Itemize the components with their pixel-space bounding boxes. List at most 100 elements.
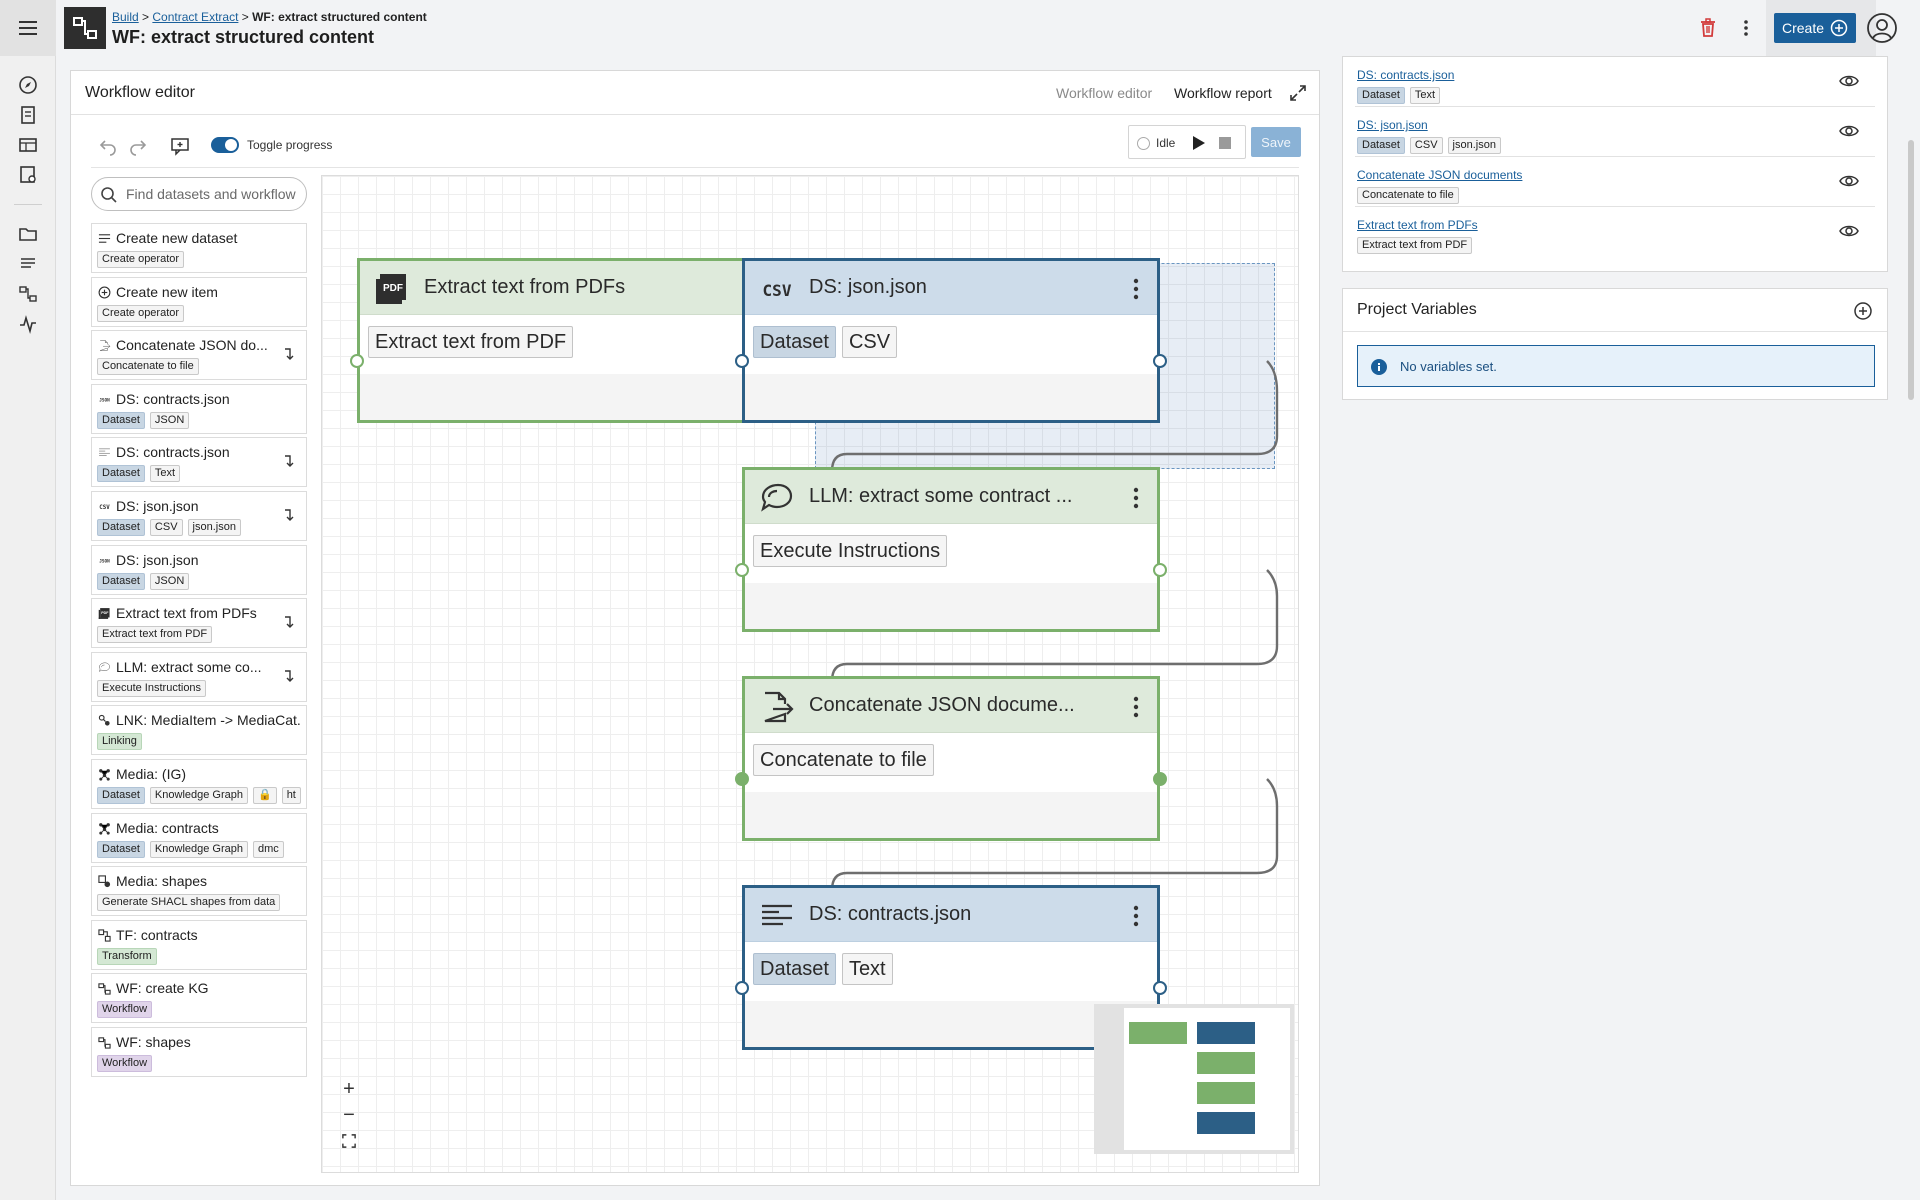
breadcrumb-build[interactable]: Build <box>112 10 139 24</box>
tag-chip: ht <box>281 786 301 804</box>
goto-arrow-icon[interactable] <box>282 508 296 522</box>
eye-icon[interactable] <box>1839 173 1859 189</box>
list-icon[interactable] <box>17 253 39 275</box>
operator-title: DS: contracts.json <box>116 444 230 461</box>
eye-icon[interactable] <box>1839 73 1859 89</box>
shapes-icon <box>98 875 111 888</box>
eye-icon[interactable] <box>1839 123 1859 139</box>
goto-arrow-icon[interactable] <box>282 454 296 468</box>
related-item: Concatenate JSON documents Concatenate t… <box>1355 157 1875 207</box>
notebook-icon[interactable] <box>17 104 39 126</box>
workflow-node[interactable]: LLM: extract some contract ... Execute I… <box>742 467 1160 632</box>
undo-icon[interactable] <box>97 135 119 157</box>
create-button[interactable]: Create <box>1774 13 1856 43</box>
plus-circle-icon <box>1830 19 1848 37</box>
redo-icon[interactable] <box>127 135 149 157</box>
compass-icon[interactable] <box>17 74 39 96</box>
activity-icon[interactable] <box>17 313 39 335</box>
search-input[interactable] <box>124 184 300 204</box>
more-vertical-icon[interactable] <box>1133 695 1139 719</box>
toggle-progress-switch[interactable] <box>211 137 239 153</box>
info-icon <box>1370 358 1388 376</box>
workflow-editor-panel: Workflow editor Workflow editor Workflow… <box>70 70 1320 1186</box>
tag-chip: Dataset <box>1357 137 1405 154</box>
operator-title: Media: (IG) <box>116 765 187 782</box>
breadcrumb-project[interactable]: Contract Extract <box>152 10 239 24</box>
workflow-node[interactable]: PDF Extract text from PDFs Extract text … <box>357 258 775 423</box>
zoom-in-icon[interactable]: + <box>343 1077 355 1100</box>
operator-item[interactable]: LNK: MediaItem -> MediaCat...Linking <box>91 705 307 756</box>
fit-view-icon[interactable] <box>336 1128 362 1154</box>
table-icon[interactable] <box>17 134 39 156</box>
workflow-node[interactable]: Concatenate JSON docume... Concatenate t… <box>742 676 1160 841</box>
output-port[interactable] <box>1153 354 1167 368</box>
output-port[interactable] <box>1153 772 1167 786</box>
minimap[interactable] <box>1094 1004 1294 1154</box>
output-port[interactable] <box>1153 981 1167 995</box>
play-icon[interactable] <box>1189 134 1207 152</box>
zoom-out-icon[interactable]: − <box>343 1103 355 1126</box>
expand-icon[interactable] <box>1288 83 1308 103</box>
input-port[interactable] <box>735 563 749 577</box>
more-vertical-icon[interactable] <box>1133 486 1139 510</box>
operator-item[interactable]: Concatenate JSON do...Concatenate to fil… <box>91 330 307 381</box>
goto-arrow-icon[interactable] <box>282 669 296 683</box>
operator-title: DS: json.json <box>116 551 199 568</box>
related-item-link[interactable]: Concatenate JSON documents <box>1357 168 1523 182</box>
goto-arrow-icon[interactable] <box>282 347 296 361</box>
related-item-link[interactable]: DS: contracts.json <box>1357 68 1455 82</box>
input-port[interactable] <box>735 354 749 368</box>
more-vertical-icon[interactable] <box>1133 277 1139 301</box>
save-button[interactable]: Save <box>1251 127 1301 157</box>
svg-text:JSON: JSON <box>99 558 110 564</box>
more-vertical-icon[interactable] <box>1734 16 1758 40</box>
scrollbar[interactable] <box>1908 140 1914 400</box>
input-port[interactable] <box>735 772 749 786</box>
menu-icon[interactable] <box>0 0 56 56</box>
user-avatar-icon[interactable] <box>1866 12 1898 44</box>
trash-icon[interactable] <box>1696 16 1720 40</box>
more-vertical-icon[interactable] <box>1133 904 1139 928</box>
nav-rail <box>0 0 56 1200</box>
text-lines-icon <box>98 446 111 459</box>
operator-title: DS: contracts.json <box>116 390 230 407</box>
related-item-link[interactable]: DS: json.json <box>1357 118 1428 132</box>
output-port[interactable] <box>1153 563 1167 577</box>
workflow-canvas[interactable]: PDF Extract text from PDFs Extract text … <box>321 175 1299 1173</box>
operator-tags: Concatenate to file <box>97 358 199 376</box>
link-icon <box>98 714 111 727</box>
operator-item[interactable]: LLM: extract some co...Execute Instructi… <box>91 651 307 702</box>
add-comment-icon[interactable] <box>169 135 191 157</box>
input-port[interactable] <box>350 354 364 368</box>
add-variable-icon[interactable] <box>1853 301 1873 321</box>
input-port[interactable] <box>735 981 749 995</box>
workflow-icon[interactable] <box>17 283 39 305</box>
eye-icon[interactable] <box>1839 223 1859 239</box>
tag-chip: CSV <box>1409 137 1443 154</box>
folder-icon[interactable] <box>17 223 39 245</box>
database-search-icon[interactable] <box>17 164 39 186</box>
tab-workflow-report[interactable]: Workflow report <box>1174 85 1272 101</box>
operator-tags: Create operator <box>97 304 185 322</box>
tag-chip: JSON <box>149 411 190 429</box>
related-item-link[interactable]: Extract text from PDFs <box>1357 218 1478 232</box>
stop-icon[interactable] <box>1219 137 1231 149</box>
goto-arrow-icon[interactable] <box>282 615 296 629</box>
tab-workflow-editor[interactable]: Workflow editor <box>1056 85 1153 101</box>
